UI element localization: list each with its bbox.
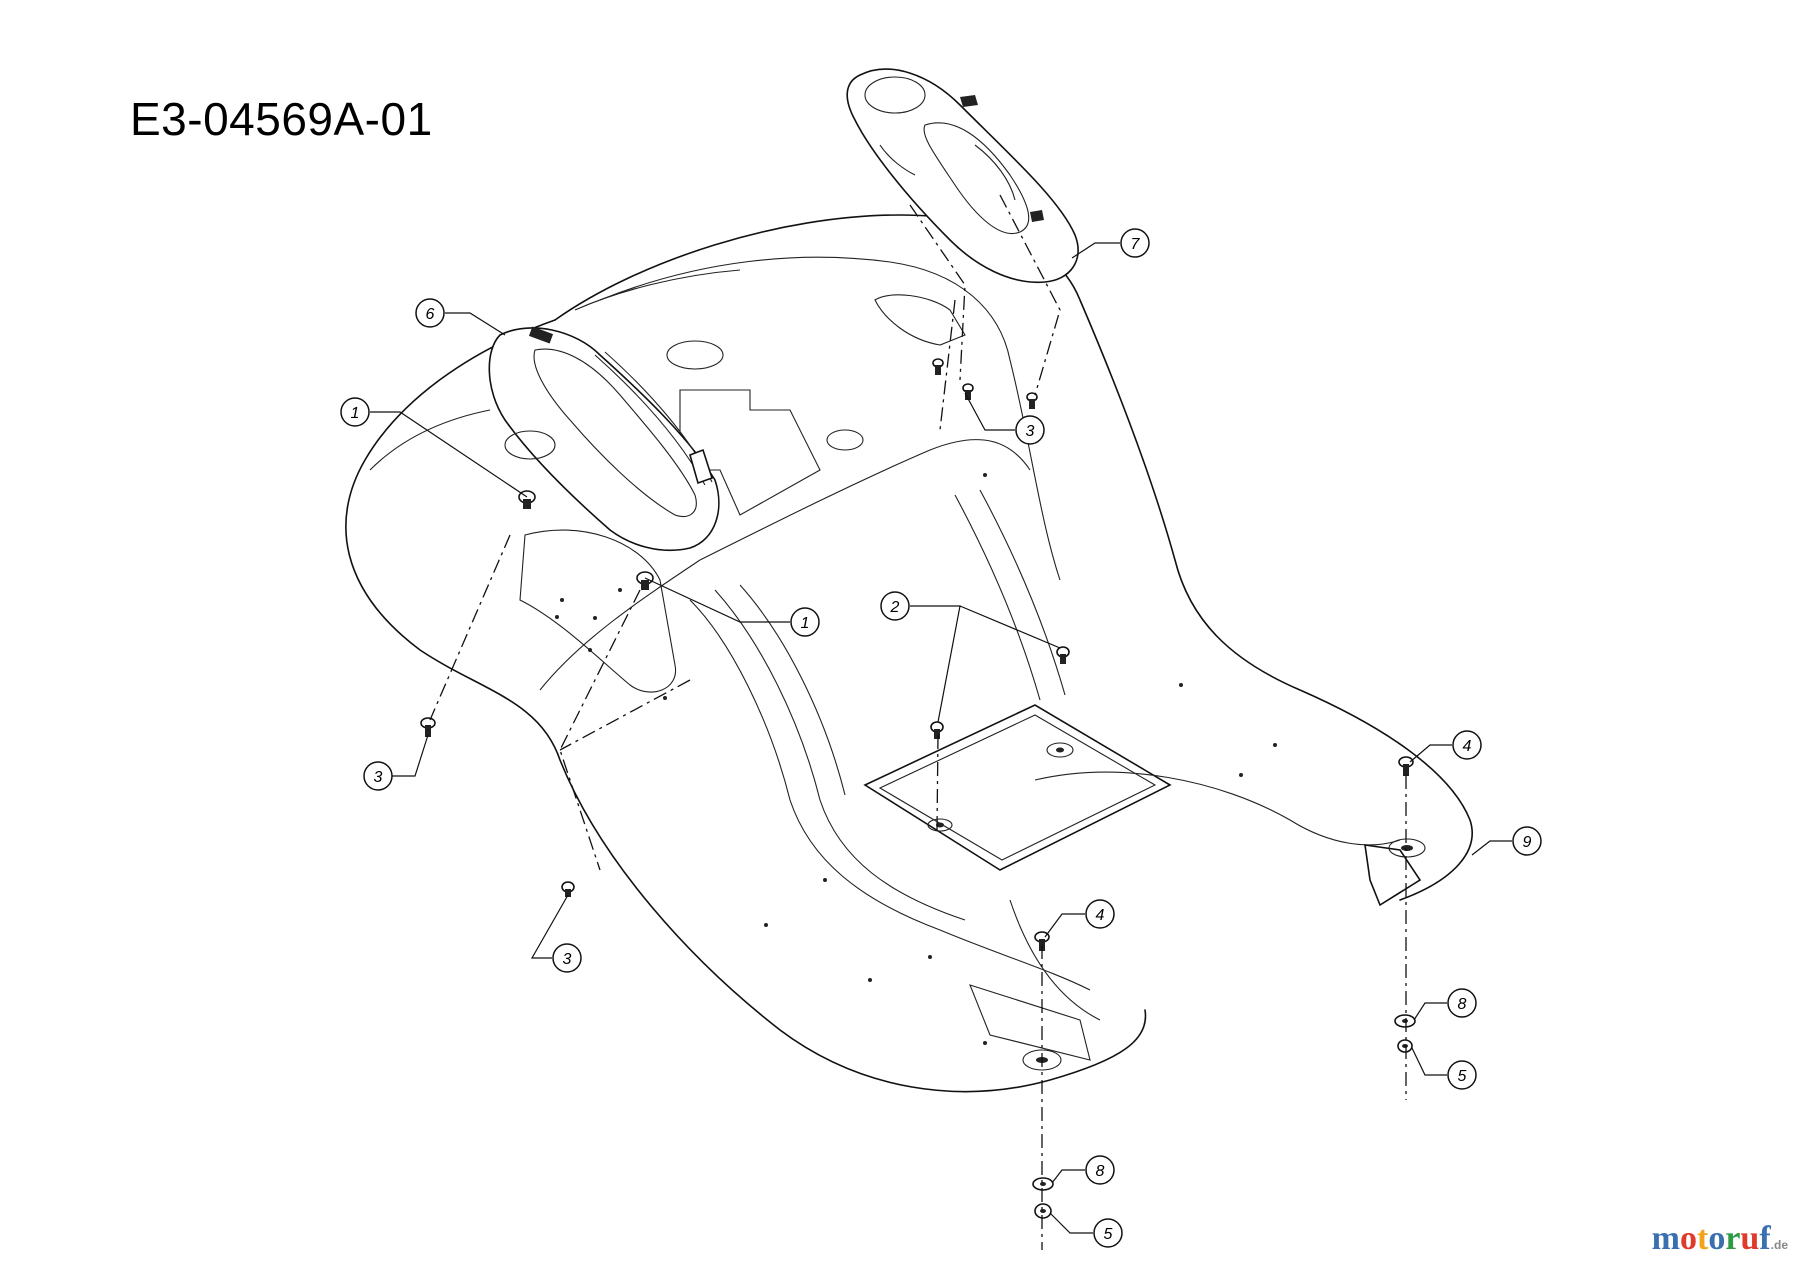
svg-text:1: 1 bbox=[801, 615, 810, 632]
callout-6: 6 bbox=[415, 298, 445, 328]
watermark-letter: t bbox=[1696, 1220, 1709, 1257]
svg-text:1: 1 bbox=[351, 405, 360, 422]
assembly-lines bbox=[429, 194, 1407, 1250]
svg-text:4: 4 bbox=[1463, 738, 1472, 755]
svg-text:3: 3 bbox=[1026, 423, 1035, 440]
svg-text:7: 7 bbox=[1131, 236, 1141, 253]
body-panel bbox=[345, 214, 1473, 1093]
watermark-letter: u bbox=[1740, 1220, 1760, 1257]
right-console-cover bbox=[846, 68, 1079, 284]
callout-3c: 3 bbox=[552, 943, 582, 973]
svg-text:4: 4 bbox=[1096, 907, 1105, 924]
svg-text:2: 2 bbox=[890, 599, 900, 616]
svg-text:5: 5 bbox=[1104, 1226, 1113, 1243]
svg-text:3: 3 bbox=[374, 769, 383, 786]
callout-1b: 1 bbox=[790, 607, 820, 637]
watermark-letter: f bbox=[1759, 1220, 1771, 1257]
callout-7: 7 bbox=[1120, 228, 1150, 258]
leader-lines bbox=[370, 242, 1512, 1234]
svg-text:9: 9 bbox=[1523, 834, 1532, 851]
callout-3a: 3 bbox=[1015, 415, 1045, 445]
callout-5b: 5 bbox=[1093, 1218, 1123, 1248]
svg-text:3: 3 bbox=[563, 951, 572, 968]
motoruf-logo: motoruf.de bbox=[1652, 1220, 1788, 1258]
svg-text:5: 5 bbox=[1458, 1068, 1467, 1085]
watermark-letter: o bbox=[1708, 1220, 1726, 1257]
left-console-cover bbox=[488, 326, 720, 552]
callout-8a: 8 bbox=[1447, 988, 1477, 1018]
svg-text:8: 8 bbox=[1458, 996, 1467, 1013]
watermark-letter: r bbox=[1725, 1220, 1741, 1257]
callout-9: 9 bbox=[1512, 826, 1542, 856]
callout-3b: 3 bbox=[363, 761, 393, 791]
callout-8b: 8 bbox=[1085, 1155, 1115, 1185]
watermark-suffix: .de bbox=[1770, 1238, 1788, 1252]
callout-4b: 4 bbox=[1085, 899, 1115, 929]
svg-text:8: 8 bbox=[1096, 1163, 1105, 1180]
callout-2: 2 bbox=[880, 591, 910, 621]
callout-4a: 4 bbox=[1452, 730, 1482, 760]
watermark-letter: m bbox=[1651, 1220, 1680, 1257]
svg-text:6: 6 bbox=[426, 306, 435, 323]
callout-5a: 5 bbox=[1447, 1060, 1477, 1090]
callout-1a: 1 bbox=[340, 397, 370, 427]
watermark-letter: o bbox=[1679, 1220, 1697, 1257]
diagram-title: E3-04569A-01 bbox=[130, 93, 433, 145]
